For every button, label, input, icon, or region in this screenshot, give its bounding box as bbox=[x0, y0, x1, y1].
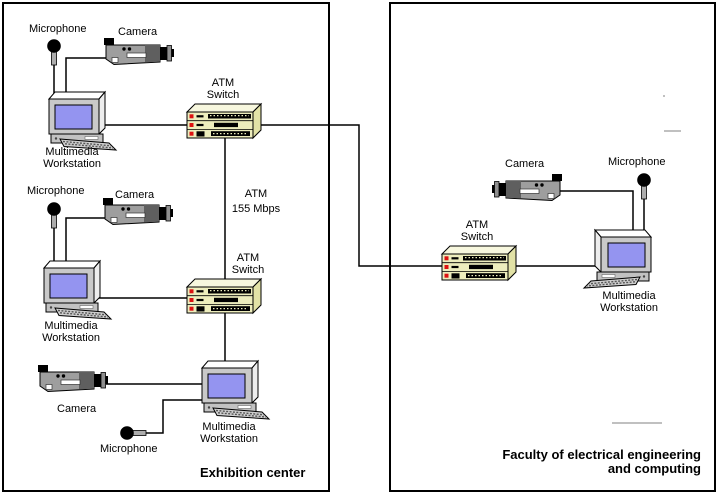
workstation-label-line1: Multimedia bbox=[45, 146, 99, 158]
link-mic3-workstation3 bbox=[146, 399, 205, 434]
camera-icon bbox=[37, 364, 109, 392]
camera-icon bbox=[102, 197, 174, 225]
atm-switch-label: ATM Switch bbox=[192, 77, 254, 101]
gray-artifact-line-bottom bbox=[612, 422, 662, 424]
workstation-icon bbox=[583, 229, 652, 289]
atm-switch-icon bbox=[441, 245, 517, 281]
workstation-icon bbox=[201, 360, 270, 420]
exhibition-center-panel bbox=[2, 2, 330, 492]
microphone-icon bbox=[46, 38, 62, 66]
workstation-label-line2: Workstation bbox=[200, 433, 258, 445]
workstation-label-line2: Workstation bbox=[600, 302, 658, 314]
camera-icon bbox=[103, 37, 175, 65]
microphone-icon bbox=[119, 425, 147, 441]
camera-label: Camera bbox=[505, 158, 545, 170]
faculty-title: Faculty of electrical engineering and co… bbox=[502, 448, 701, 476]
atm-switch-label-line2: Switch bbox=[460, 231, 494, 243]
atm-switch-label: ATM Switch bbox=[446, 219, 508, 243]
atm-switch-label-line2: Switch bbox=[206, 89, 240, 101]
backbone-label: ATM 155 Mbps bbox=[225, 187, 287, 217]
workstation-label: Multimedia Workstation bbox=[198, 421, 260, 445]
backbone-label-line1: ATM bbox=[244, 188, 268, 200]
workstation-label: Multimedia Workstation bbox=[40, 320, 102, 344]
link-camera1-workstation1 bbox=[65, 57, 107, 101]
faculty-title-line2: and computing bbox=[607, 461, 701, 476]
microphone-label: Microphone bbox=[100, 443, 158, 455]
microphone-label: Microphone bbox=[29, 23, 87, 35]
link-camera2-workstation2 bbox=[65, 217, 105, 270]
gray-artifact-line-top bbox=[664, 130, 681, 132]
workstation-label-line2: Workstation bbox=[43, 158, 101, 170]
faculty-title-line1: Faculty of electrical engineering bbox=[502, 447, 701, 462]
workstation-label-line1: Multimedia bbox=[602, 290, 656, 302]
camera-label: Camera bbox=[118, 26, 158, 38]
workstation-icon bbox=[43, 260, 112, 320]
atm-switch-label: ATM Switch bbox=[217, 252, 279, 276]
workstation-label: Multimedia Workstation bbox=[41, 146, 103, 170]
workstation-label: Multimedia Workstation bbox=[597, 290, 661, 314]
link-switch1-switch3-backbone bbox=[260, 124, 444, 267]
workstation-icon bbox=[48, 91, 117, 151]
gray-artifact-dot bbox=[663, 95, 665, 97]
microphone-label: Microphone bbox=[608, 156, 666, 168]
atm-switch-icon bbox=[186, 103, 262, 139]
atm-switch-label-line2: Switch bbox=[231, 264, 265, 276]
camera-icon bbox=[491, 173, 563, 201]
microphone-icon bbox=[46, 201, 62, 229]
link-camera4-workstation4 bbox=[559, 190, 634, 241]
atm-switch-icon bbox=[186, 278, 262, 314]
microphone-icon bbox=[636, 172, 652, 200]
workstation-label-line1: Multimedia bbox=[44, 320, 98, 332]
atm-switch-label-line1: ATM bbox=[465, 219, 489, 231]
backbone-label-line2: 155 Mbps bbox=[231, 203, 281, 215]
faculty-panel bbox=[389, 2, 716, 492]
exhibition-center-title: Exhibition center bbox=[200, 465, 306, 480]
camera-label: Camera bbox=[57, 403, 97, 415]
atm-switch-label-line1: ATM bbox=[211, 77, 235, 89]
workstation-label-line2: Workstation bbox=[42, 332, 100, 344]
workstation-label-line1: Multimedia bbox=[202, 421, 256, 433]
microphone-label: Microphone bbox=[27, 185, 85, 197]
connections bbox=[53, 57, 645, 434]
camera-label: Camera bbox=[115, 189, 155, 201]
atm-switch-label-line1: ATM bbox=[236, 252, 260, 264]
